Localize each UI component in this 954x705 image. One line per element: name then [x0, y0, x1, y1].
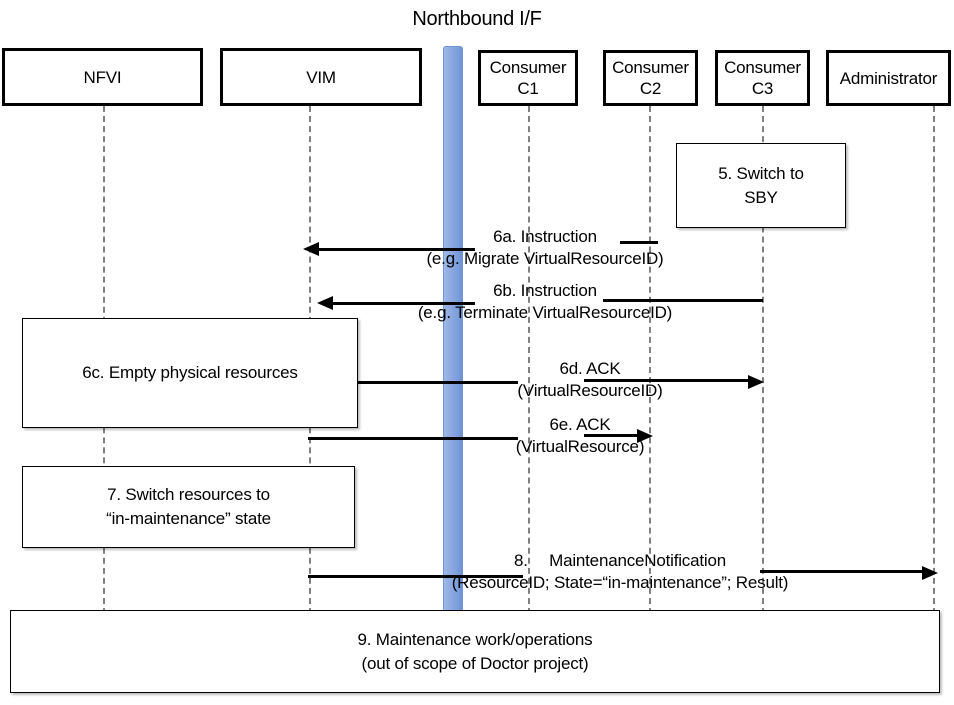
lifeline-administrator: [933, 106, 935, 614]
message-8-line: [308, 575, 523, 578]
message-8-arrowhead: [922, 566, 938, 580]
message-8-line-right: [760, 570, 925, 573]
actor-box-nfvi[interactable]: NFVI: [2, 48, 203, 106]
message-6b-label-line1: 6b. Instruction: [493, 281, 597, 300]
actor-label-consumer-c1-line2: C1: [517, 79, 539, 98]
northbound-interface-bar: [443, 46, 463, 612]
message-6e-line-right: [584, 434, 639, 437]
actor-label-nfvi: NFVI: [83, 67, 122, 87]
actor-box-vim[interactable]: VIM: [220, 48, 422, 106]
actor-box-administrator[interactable]: Administrator: [826, 50, 951, 106]
note-step-5-line2: SBY: [744, 187, 778, 207]
actor-label-consumer-c2-line2: C2: [639, 79, 662, 98]
actor-label-consumer-c3: Consumer: [724, 58, 801, 77]
note-step-6c-line1: 6c. Empty physical resources: [82, 363, 298, 382]
message-6a-label-line1: 6a. Instruction: [493, 227, 597, 246]
message-6a-label: 6a. Instruction (e.g. Migrate VirtualRes…: [355, 226, 735, 270]
message-6e-label-line1: 6e. ACK: [549, 415, 611, 434]
note-step-9-line1: 9. Maintenance work/operations: [357, 629, 593, 649]
message-6e-label-line2: (VirtualResource): [515, 437, 645, 456]
message-6d-arrowhead: [748, 375, 764, 389]
message-6b-line: [332, 302, 475, 305]
actor-label-consumer-c1: Consumer: [489, 58, 567, 77]
note-step-7-line2: “in-maintenance” state: [106, 509, 271, 528]
message-6e-arrowhead: [637, 429, 653, 443]
message-6b-label: 6b. Instruction (e.g. Terminate VirtualR…: [355, 280, 735, 324]
lifeline-consumer-c1: [528, 106, 530, 614]
message-6a-label-line2: (e.g. Migrate VirtualResourceID): [426, 249, 664, 268]
message-6b-label-line2: (e.g. Terminate VirtualResourceID): [417, 303, 673, 322]
message-8-label-line1: 8. MaintenanceNotification: [514, 551, 726, 570]
message-6a-line: [318, 248, 475, 251]
note-step-5[interactable]: 5. Switch to SBY: [676, 143, 846, 228]
message-6b-line-right: [603, 299, 763, 302]
message-6d-label-line2: (VirtualResourceID): [517, 381, 663, 400]
message-6a-arrowhead: [303, 242, 319, 256]
lifeline-consumer-c2: [649, 106, 651, 614]
note-step-7-line1: 7. Switch resources to: [107, 485, 270, 504]
message-6e-label: 6e. ACK (VirtualResource): [430, 414, 730, 458]
actor-box-consumer-c1[interactable]: Consumer C1: [478, 50, 578, 106]
message-6d-label-line1: 6d. ACK: [559, 359, 621, 378]
note-step-5-line1: 5. Switch to: [718, 163, 804, 183]
actor-box-consumer-c3[interactable]: Consumer C3: [715, 50, 810, 106]
message-6a-line-right: [620, 241, 658, 244]
message-8-label: 8. MaintenanceNotification (ResourceID; …: [390, 550, 850, 594]
actor-label-consumer-c2: Consumer: [612, 58, 689, 77]
note-step-9-line2: (out of scope of Doctor project): [361, 653, 589, 673]
note-step-9[interactable]: 9. Maintenance work/operations (out of s…: [10, 610, 940, 693]
message-6d-line: [358, 381, 518, 384]
message-6e-line: [308, 437, 518, 440]
note-step-7[interactable]: 7. Switch resources to “in-maintenance” …: [22, 466, 355, 548]
note-step-6c[interactable]: 6c. Empty physical resources: [22, 318, 358, 428]
lifeline-consumer-c3: [762, 106, 764, 614]
actor-label-consumer-c3-line2: C3: [751, 79, 774, 98]
message-8-label-line2: (ResourceID; State=“in-maintenance”; Res…: [451, 573, 789, 592]
actor-label-vim: VIM: [306, 67, 336, 87]
page-title: Northbound I/F: [412, 8, 542, 30]
message-6b-arrowhead: [317, 296, 333, 310]
actor-label-administrator: Administrator: [839, 68, 938, 88]
message-6d-line-right: [584, 379, 750, 382]
actor-box-consumer-c2[interactable]: Consumer C2: [603, 50, 698, 106]
message-6d-label: 6d. ACK (VirtualResourceID): [430, 358, 750, 402]
